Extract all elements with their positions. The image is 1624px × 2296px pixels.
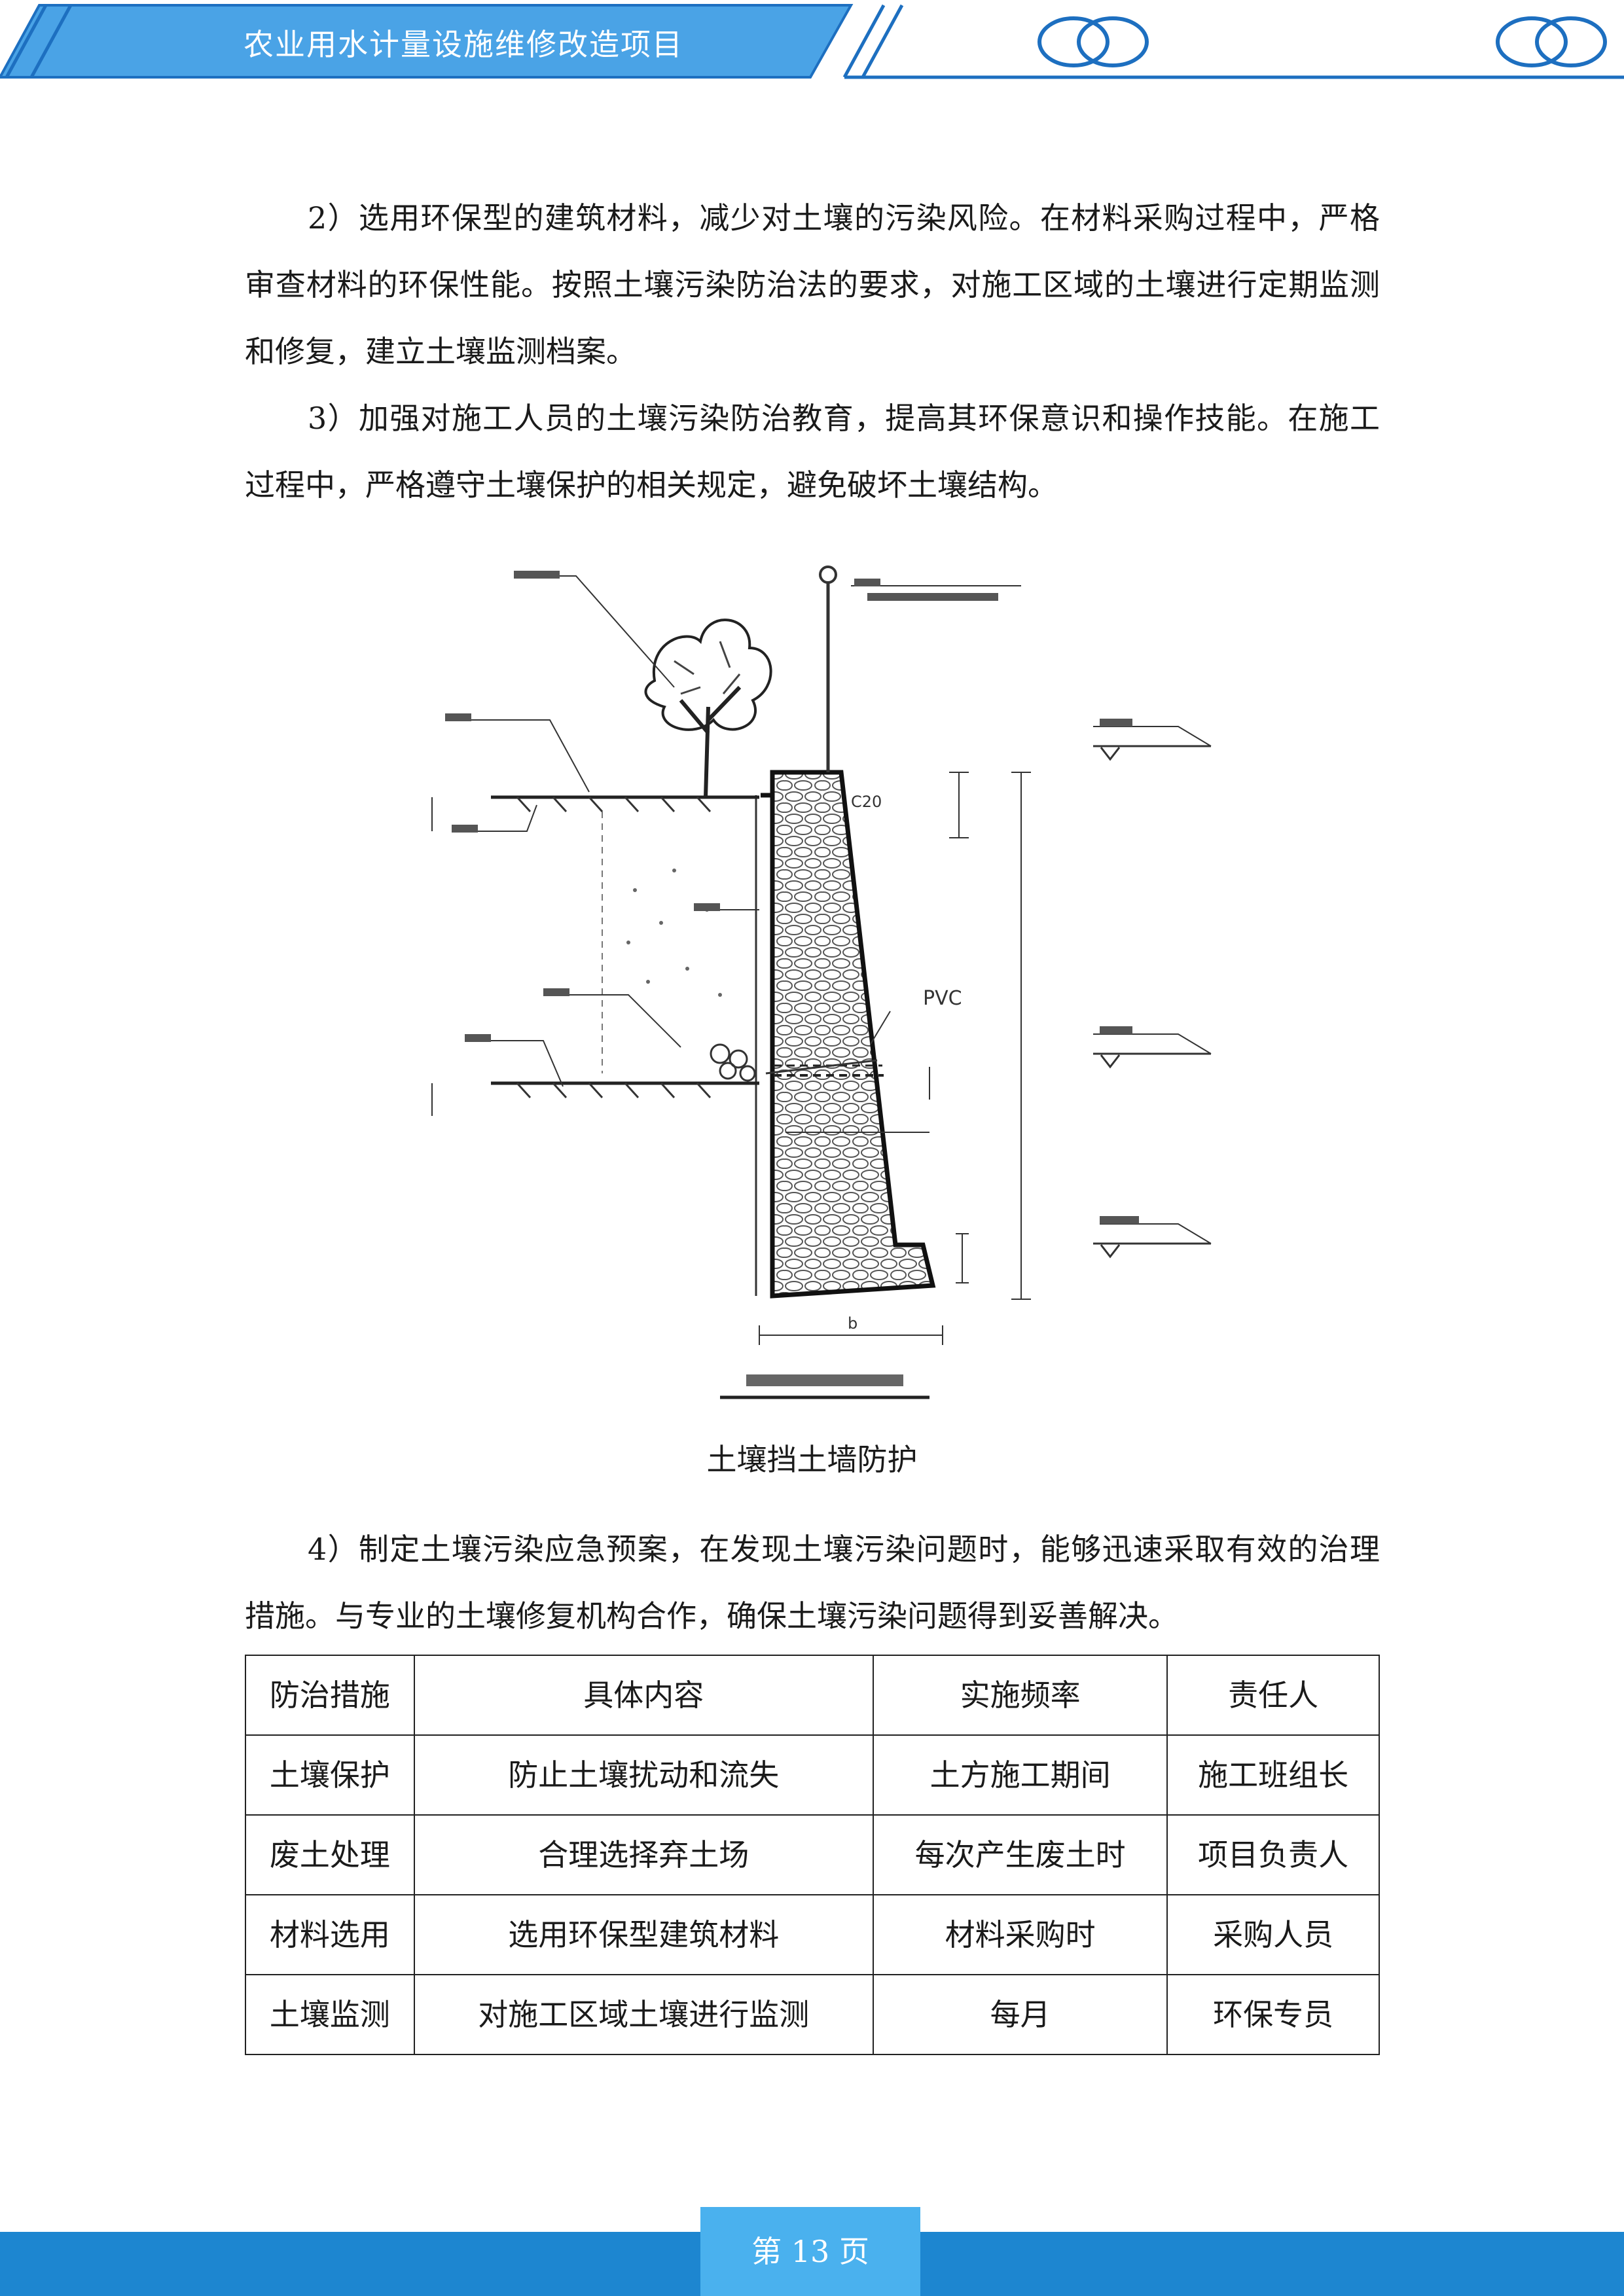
table-header-row: 防治措施 具体内容 实施频率 责任人 xyxy=(245,1655,1380,1736)
table-cell: 施工班组长 xyxy=(1166,1734,1380,1816)
masonry-wall xyxy=(770,770,936,1299)
header-rings-icon-left xyxy=(1038,16,1149,67)
table-cell: 项目负责人 xyxy=(1166,1814,1380,1895)
prevention-measures-table: 防治措施 具体内容 实施频率 责任人 土壤保护 防止土壤扰动和流失 土方施工期间… xyxy=(245,1655,1380,2055)
table-cell: 每次产生废土时 xyxy=(872,1814,1168,1895)
table-cell: 废土处理 xyxy=(245,1814,415,1895)
header-stripe-left-2 xyxy=(29,4,73,79)
table-cell: 对施工区域土壤进行监测 xyxy=(413,1974,874,2055)
figure-caption: 土壤挡土墙防护 xyxy=(706,1442,918,1477)
wall-cap xyxy=(761,770,841,798)
header-stripe-right-2 xyxy=(861,4,904,79)
table-cell: 材料选用 xyxy=(245,1894,415,1975)
table-cell: 土壤保护 xyxy=(245,1734,415,1816)
paragraph-2: 2）选用环保型的建筑材料，减少对土壤的污染风险。在材料采购过程中，严格审查材料的… xyxy=(245,200,1380,369)
table-header-cell: 责任人 xyxy=(1166,1655,1380,1736)
tiny-labels xyxy=(445,571,1139,1224)
table-cell: 土壤监测 xyxy=(245,1974,415,2055)
table-row: 土壤保护 防止土壤扰动和流失 土方施工期间 施工班组长 xyxy=(245,1734,1380,1816)
table-header-cell: 具体内容 xyxy=(413,1655,874,1736)
header-stripe-left-1 xyxy=(5,4,48,79)
retaining-wall-figure: PVC C20 xyxy=(367,524,1348,1427)
table-row: 土壤监测 对施工区域土壤进行监测 每月 环保专员 xyxy=(245,1974,1380,2055)
pvc-label: PVC xyxy=(923,987,962,1010)
width-mark-label: b xyxy=(848,1314,857,1333)
table-cell: 选用环保型建筑材料 xyxy=(413,1894,874,1975)
table-cell: 防止土壤扰动和流失 xyxy=(413,1734,874,1816)
table-header-cell: 防治措施 xyxy=(245,1655,415,1736)
tree-icon xyxy=(644,619,772,798)
drain-stones xyxy=(710,1043,756,1082)
table-row: 材料选用 选用环保型建筑材料 材料采购时 采购人员 xyxy=(245,1894,1380,1975)
dimension-lines xyxy=(431,772,1031,1345)
paragraph-3: 3）加强对施工人员的土壤污染防治教育，提高其环保意识和操作技能。在施工过程中，严… xyxy=(245,401,1380,503)
table-cell: 材料采购时 xyxy=(872,1894,1168,1975)
pvc-drain-pipe xyxy=(765,1059,878,1075)
railing-post xyxy=(819,565,837,772)
soil-texture xyxy=(626,869,722,997)
table-cell: 采购人员 xyxy=(1166,1894,1380,1975)
header-banner-graphic xyxy=(0,4,1624,79)
top-mark-label: C20 xyxy=(851,793,882,811)
header-banner-outline xyxy=(0,4,854,79)
retaining-wall-drawing: PVC C20 xyxy=(431,565,1212,1399)
table-cell: 合理选择弃土场 xyxy=(413,1814,874,1895)
table-cell: 环保专员 xyxy=(1166,1974,1380,2055)
page-number: 第 13 页 xyxy=(700,2207,920,2296)
table-header-cell: 实施频率 xyxy=(872,1655,1168,1736)
header-title: 农业用水计量设施维修改造项目 xyxy=(244,27,683,62)
table-cell: 土方施工期间 xyxy=(872,1734,1168,1816)
header-rings-icon-right xyxy=(1496,16,1607,67)
header-stripe-right-1 xyxy=(842,4,886,79)
page-header: 农业用水计量设施维修改造项目 xyxy=(0,0,1624,85)
header-banner-band xyxy=(0,5,851,77)
table-cell: 每月 xyxy=(872,1974,1168,2055)
ground-hatching xyxy=(516,796,712,1099)
water-level-marks xyxy=(1093,745,1211,1259)
drawing-title-block xyxy=(746,1374,903,1386)
table-row: 废土处理 合理选择弃土场 每次产生废土时 项目负责人 xyxy=(245,1814,1380,1895)
paragraph-4: 4）制定土壤污染应急预案，在发现土壤污染问题时，能够迅速采取有效的治理措施。与专… xyxy=(245,1532,1380,1634)
